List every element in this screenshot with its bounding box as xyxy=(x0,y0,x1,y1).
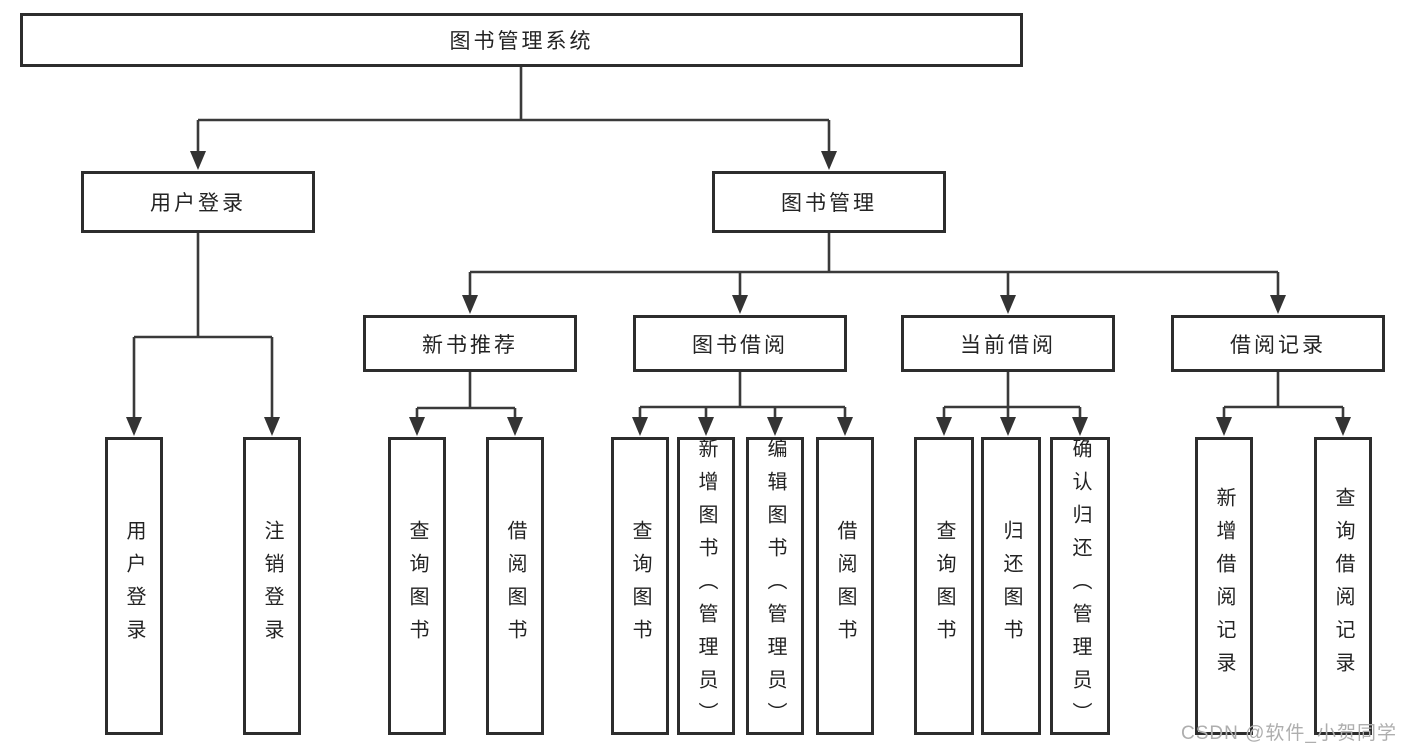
arrowhead xyxy=(767,417,783,436)
node-label: 图书管理系统 xyxy=(449,30,594,53)
node-label: 查询图书 xyxy=(629,520,651,652)
node-label: 借阅图书 xyxy=(504,520,526,652)
arrowhead xyxy=(264,417,280,436)
arrowhead xyxy=(732,295,748,314)
leaf-query-borrow-record: 查询借阅记录 xyxy=(1314,437,1372,735)
node-label: 当前借阅 xyxy=(960,333,1056,357)
arrowhead xyxy=(190,151,206,170)
arrowhead xyxy=(1000,417,1016,436)
leaf-borrow-books-recommend: 借阅图书 xyxy=(486,437,544,735)
leaf-borrow-books: 借阅图书 xyxy=(816,437,874,735)
connector-borrow-records-to-leaves xyxy=(1216,372,1351,436)
arrowhead xyxy=(462,295,478,314)
arrowhead xyxy=(409,417,425,436)
node-label: 用户登录 xyxy=(150,192,246,215)
node-root: 图书管理系统 xyxy=(20,13,1023,67)
leaf-user-login: 用户登录 xyxy=(105,437,163,735)
node-label: 用户登录 xyxy=(123,520,145,652)
connector-user-login-to-leaves xyxy=(126,233,280,436)
node-user-login-branch: 用户登录 xyxy=(81,171,315,233)
leaf-query-books-recommend: 查询图书 xyxy=(388,437,446,735)
leaf-return-books: 归还图书 xyxy=(981,437,1041,735)
node-label: 确认归还（管理员） xyxy=(1069,437,1091,735)
node-label: 查询图书 xyxy=(933,520,955,652)
arrowhead xyxy=(1270,295,1286,314)
connector-current-borrow-to-leaves xyxy=(936,372,1088,436)
arrowhead xyxy=(632,417,648,436)
arrowhead xyxy=(1335,417,1351,436)
node-label: 图书管理 xyxy=(781,192,877,215)
node-label: 借阅图书 xyxy=(834,520,856,652)
connector-new-book-recommend-to-leaves xyxy=(409,372,523,436)
connector-book-management-to-level3 xyxy=(462,233,1286,314)
leaf-logout: 注销登录 xyxy=(243,437,301,735)
node-new-book-recommend: 新书推荐 xyxy=(363,315,577,372)
leaf-edit-books-admin: 编辑图书（管理员） xyxy=(746,437,804,735)
leaf-query-books-current: 查询图书 xyxy=(914,437,974,735)
node-book-management: 图书管理 xyxy=(712,171,946,233)
node-borrow-records: 借阅记录 xyxy=(1171,315,1385,372)
arrowhead xyxy=(837,417,853,436)
leaf-add-books-admin: 新增图书（管理员） xyxy=(677,437,735,735)
arrowhead xyxy=(126,417,142,436)
node-current-borrow: 当前借阅 xyxy=(901,315,1115,372)
leaf-query-books-borrow: 查询图书 xyxy=(611,437,669,735)
node-label: 新增图书（管理员） xyxy=(695,437,717,735)
node-label: 新书推荐 xyxy=(422,333,518,357)
connector-root-to-level2 xyxy=(190,67,837,170)
node-label: 借阅记录 xyxy=(1230,333,1326,357)
arrowhead xyxy=(936,417,952,436)
node-label: 注销登录 xyxy=(261,520,283,652)
connector-book-borrow-to-leaves xyxy=(632,372,853,436)
arrowhead xyxy=(1072,417,1088,436)
node-label: 新增借阅记录 xyxy=(1213,487,1235,685)
leaf-confirm-return-admin: 确认归还（管理员） xyxy=(1050,437,1110,735)
arrowhead xyxy=(1216,417,1232,436)
arrowhead xyxy=(1000,295,1016,314)
arrowhead xyxy=(821,151,837,170)
node-label: 归还图书 xyxy=(1000,520,1022,652)
watermark: CSDN @软件_小贺同学 xyxy=(1181,723,1397,744)
node-label: 编辑图书（管理员） xyxy=(764,437,786,735)
leaf-add-borrow-record: 新增借阅记录 xyxy=(1195,437,1253,735)
node-book-borrow: 图书借阅 xyxy=(633,315,847,372)
node-label: 查询图书 xyxy=(406,520,428,652)
arrowhead xyxy=(507,417,523,436)
node-label: 图书借阅 xyxy=(692,333,788,357)
arrowhead xyxy=(698,417,714,436)
node-label: 查询借阅记录 xyxy=(1332,487,1354,685)
